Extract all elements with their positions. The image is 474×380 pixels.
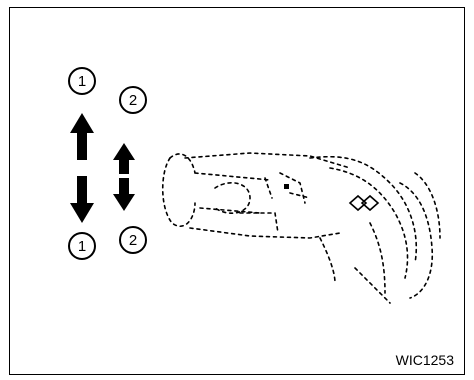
lever-mark bbox=[284, 184, 289, 189]
arrow-up-large bbox=[70, 113, 94, 160]
figure-code: WIC1253 bbox=[395, 352, 454, 368]
callout-up-1-label: 1 bbox=[78, 73, 86, 90]
callout-up-1: 1 bbox=[68, 67, 96, 95]
callout-down-1: 1 bbox=[68, 232, 96, 260]
callout-down-2-label: 2 bbox=[129, 232, 137, 249]
callout-down-2: 2 bbox=[119, 226, 147, 254]
diagram-frame: 1 2 1 2 bbox=[9, 7, 465, 375]
callout-up-2: 2 bbox=[119, 86, 147, 114]
callout-down-1-label: 1 bbox=[78, 238, 86, 255]
steering-column-lever-illustration bbox=[161, 152, 441, 304]
arrow-down-small bbox=[113, 178, 135, 211]
arrow-up-small bbox=[113, 143, 135, 174]
diagram-art: 1 2 1 2 bbox=[68, 67, 441, 304]
arrow-down-large bbox=[70, 176, 94, 223]
callout-up-2-label: 2 bbox=[129, 92, 137, 109]
